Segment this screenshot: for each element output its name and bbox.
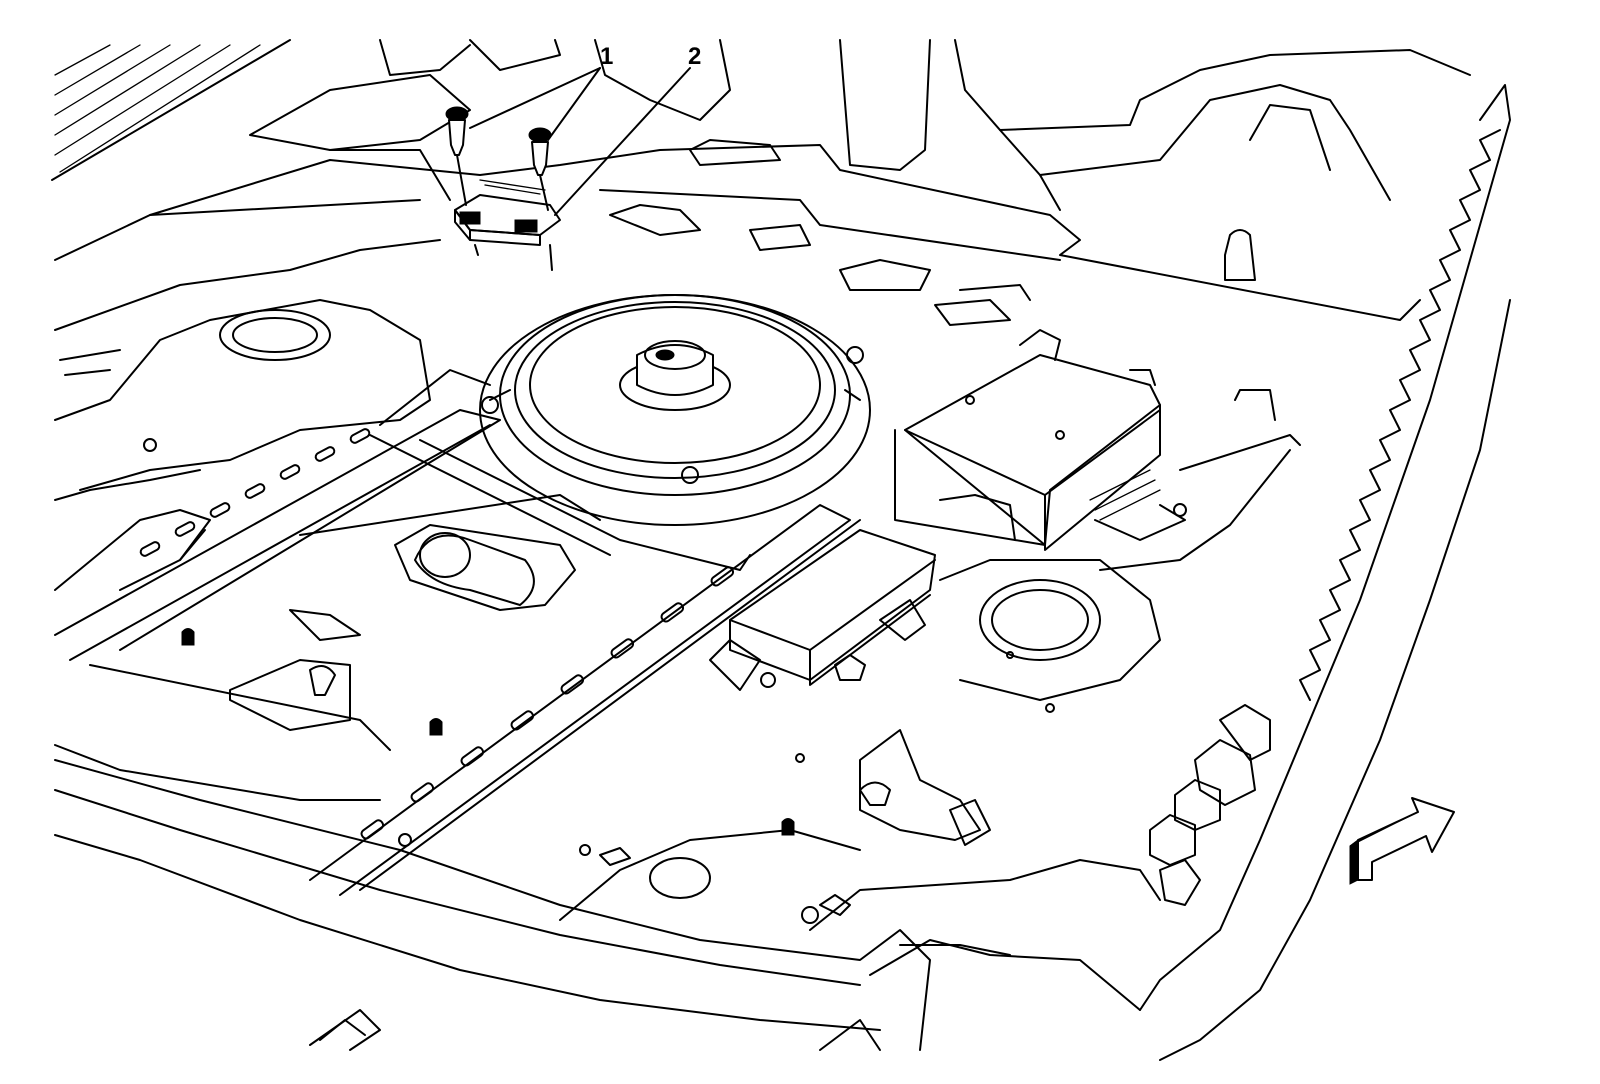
callout-2-module — [454, 179, 561, 271]
callout-1-fasteners — [445, 106, 552, 211]
shelf-hatching — [51, 39, 291, 181]
amplifier-module — [894, 329, 1301, 551]
cross-member-center — [309, 504, 861, 896]
cross-member-upper — [369, 369, 751, 571]
right-floor — [559, 449, 1291, 931]
right-sill — [1139, 84, 1511, 1061]
speaker — [479, 294, 871, 526]
rear-seat-back — [249, 39, 1471, 281]
control-module — [709, 529, 936, 691]
locator-studs — [181, 628, 795, 836]
rear-bumper — [54, 759, 1141, 1051]
callout-leaders — [469, 67, 691, 216]
center-floor — [54, 494, 601, 801]
cross-member-left — [54, 409, 501, 661]
view-direction-arrow-icon — [1349, 797, 1455, 885]
rear-panel-outline — [54, 139, 1421, 331]
callout-label-1: 1 — [600, 43, 613, 70]
callout-label-2: 2 — [688, 43, 701, 70]
left-floor — [54, 299, 431, 591]
